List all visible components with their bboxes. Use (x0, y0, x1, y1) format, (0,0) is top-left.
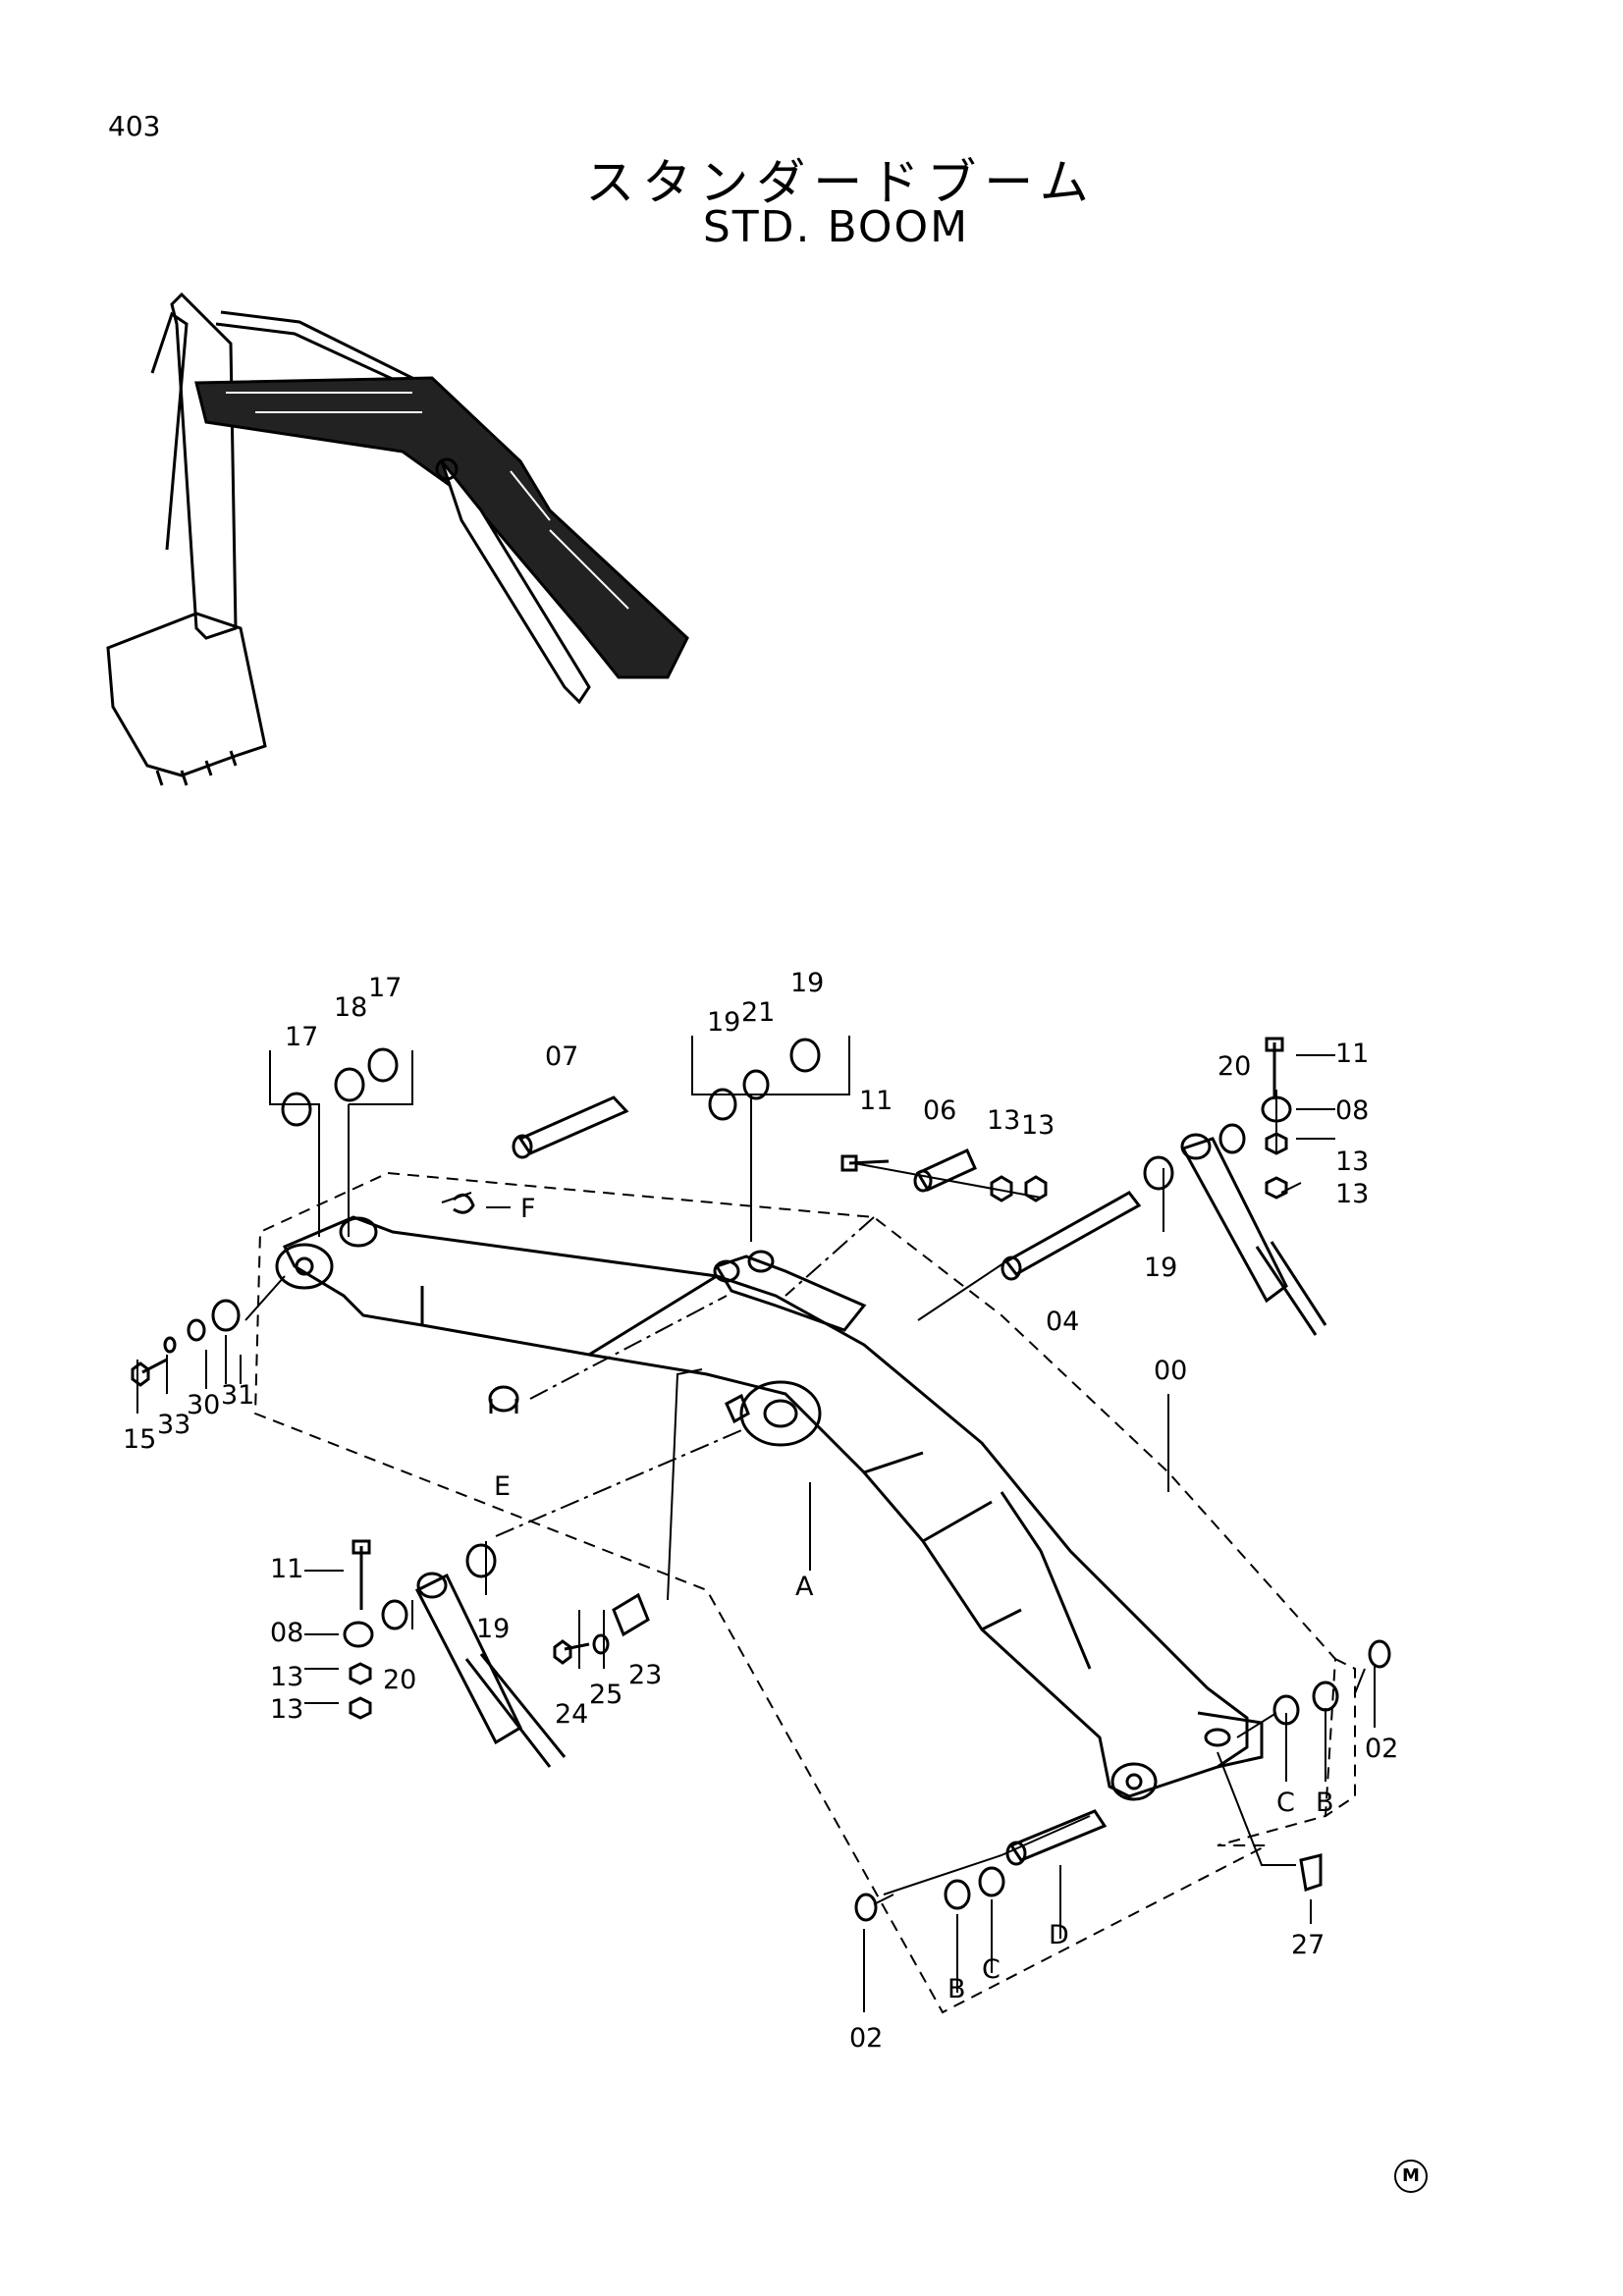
page-number: 403 (108, 110, 161, 142)
label-06: 06 (923, 1095, 956, 1126)
washer-02-left (854, 1893, 878, 1922)
part-washers (163, 1038, 1391, 1922)
label-27: 27 (1291, 1930, 1325, 1960)
label-F: F (520, 1194, 536, 1224)
label-00: 00 (1154, 1356, 1187, 1386)
washer-19-top-left (708, 1088, 737, 1121)
label-19-right: 19 (1144, 1253, 1177, 1283)
label-21: 21 (741, 997, 775, 1028)
title-japanese: スタンダードブーム (585, 154, 1097, 211)
part-labels: 00 02 02 04 06 07 08 08 11 11 11 13 13 1… (123, 968, 1398, 2054)
label-07: 07 (545, 1041, 578, 1072)
label-13-b: 13 (1021, 1110, 1055, 1141)
label-B-right: B (1316, 1788, 1334, 1818)
label-02-left: 02 (849, 2023, 883, 2054)
washer-33 (163, 1336, 177, 1354)
label-18: 18 (334, 992, 367, 1023)
label-17-left: 17 (285, 1022, 318, 1052)
assembly-dashed-outline (253, 1172, 1356, 2014)
label-02-right: 02 (1365, 1734, 1398, 1764)
label-13-d: 13 (1335, 1179, 1369, 1209)
washer-31 (211, 1299, 241, 1332)
label-11-left: 11 (270, 1554, 303, 1584)
label-13-f: 13 (270, 1694, 303, 1725)
part-pins-and-bushings (131, 1037, 1339, 1910)
label-A: A (795, 1572, 814, 1602)
label-19-lower: 19 (476, 1614, 510, 1644)
label-25: 25 (589, 1680, 622, 1710)
washer-19-lower (465, 1543, 497, 1578)
label-24: 24 (555, 1699, 588, 1730)
label-33: 33 (157, 1410, 190, 1440)
washer-02-right (1368, 1639, 1391, 1669)
label-20-right: 20 (1217, 1051, 1251, 1082)
washer-17-right (367, 1047, 399, 1083)
label-23: 23 (628, 1660, 662, 1690)
corner-mark-circle: M (1394, 2160, 1428, 2193)
boom-main-body (275, 1215, 1264, 1801)
label-C-right: C (1276, 1788, 1295, 1818)
label-31: 31 (221, 1380, 254, 1411)
label-04: 04 (1046, 1307, 1079, 1337)
label-19-top-left: 19 (707, 1007, 740, 1038)
label-13-a: 13 (987, 1105, 1020, 1136)
label-17-right: 17 (368, 973, 402, 1003)
washer-19-top-right (789, 1038, 821, 1073)
label-D: D (1049, 1920, 1069, 1950)
label-20-left: 20 (383, 1665, 416, 1695)
leader-lines (136, 1036, 1376, 2012)
title-english: STD. BOOM (702, 202, 970, 252)
washer-19-right (1143, 1155, 1174, 1191)
label-19-top-right: 19 (790, 968, 824, 998)
label-08-right: 08 (1335, 1095, 1369, 1126)
washer-20-right (1218, 1123, 1246, 1154)
label-11-right: 11 (1335, 1039, 1369, 1069)
label-13-c: 13 (1335, 1147, 1369, 1177)
label-B-left: B (947, 1974, 966, 2004)
washer-21 (742, 1069, 770, 1100)
washer-30 (187, 1318, 206, 1342)
label-13-e: 13 (270, 1662, 303, 1692)
washer-20-left (381, 1599, 408, 1630)
washer-17-left (281, 1092, 312, 1127)
washer-18 (334, 1067, 365, 1102)
washer-25 (592, 1633, 610, 1655)
label-C-left: C (982, 1954, 1001, 1985)
label-15: 15 (123, 1424, 156, 1455)
label-30: 30 (187, 1390, 220, 1420)
label-E: E (494, 1471, 511, 1502)
excavator-overview-illustration (106, 292, 689, 786)
label-11-center: 11 (859, 1086, 893, 1116)
label-08-left: 08 (270, 1618, 303, 1648)
